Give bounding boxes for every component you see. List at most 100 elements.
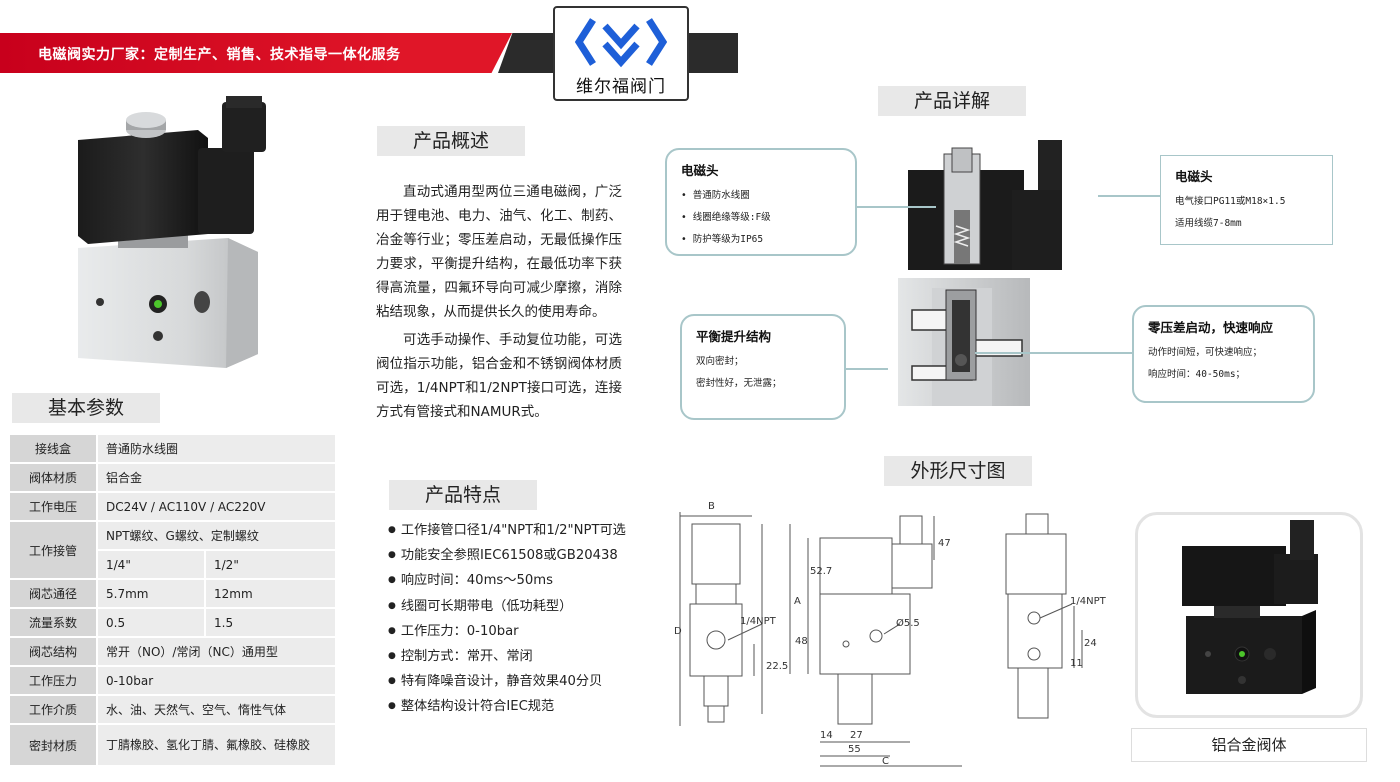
dim-label-npt-1: 1/4NPT bbox=[740, 616, 777, 627]
list-item: 功能安全参照IEC61508或GB20438 bbox=[388, 543, 626, 568]
callout-line: 线圈绝缘等级:F级 bbox=[681, 207, 841, 229]
logo[interactable]: 维尔福阀门 bbox=[553, 6, 689, 101]
param-value: DC24V / AC110V / AC220V bbox=[98, 493, 335, 520]
param-value: NPT螺纹、G螺纹、定制螺纹 bbox=[98, 522, 335, 549]
params-table: 接线盒 普通防水线圈 阀体材质 铝合金 工作电压 DC24V / AC110V … bbox=[10, 433, 335, 767]
slogan-banner: 电磁阀实力厂家：定制生产、销售、技术指导一体化服务 bbox=[0, 33, 512, 73]
param-value: 水、油、天然气、空气、惰性气体 bbox=[98, 696, 335, 723]
param-key: 接线盒 bbox=[10, 435, 96, 462]
callout-coil-left: 电磁头 普通防水线圈 线圈绝缘等级:F级 防护等级为IP65 bbox=[665, 148, 857, 256]
overview-paragraph: 直动式通用型两位三通电磁阀，广泛用于锂电池、电力、油气、化工、制药、冶金等行业；… bbox=[376, 184, 622, 320]
section-basic-params: 基本参数 bbox=[12, 393, 160, 423]
dimension-drawing: B D 22.5 1/4NPT A 52.7 48 47 Ø5.5 14 27 … bbox=[674, 501, 1107, 767]
callout-leader-line bbox=[975, 352, 1132, 354]
dim-label-npt-2: 1/4NPT bbox=[1070, 596, 1107, 607]
table-row: 流量系数 0.5 1.5 bbox=[10, 609, 335, 636]
callout-line: 响应时间：40-50ms； bbox=[1148, 369, 1246, 380]
list-item: 控制方式：常开、常闭 bbox=[388, 644, 626, 669]
param-value: 普通防水线圈 bbox=[98, 435, 335, 462]
overview-paragraph: 可选手动操作、手动复位功能，可选阀位指示功能，铝合金和不锈钢阀体材质可选，1/4… bbox=[376, 332, 622, 420]
table-row: 工作介质 水、油、天然气、空气、惰性气体 bbox=[10, 696, 335, 723]
param-key: 密封材质 bbox=[10, 725, 96, 765]
list-item: 工作接管口径1/4"NPT和1/2"NPT可选 bbox=[388, 518, 626, 543]
callout-leader-line bbox=[846, 368, 888, 370]
dim-label-52-7: 52.7 bbox=[810, 566, 832, 577]
param-value: 12mm bbox=[206, 580, 335, 607]
callout-line: 双向密封； bbox=[696, 356, 744, 367]
dim-label-55: 55 bbox=[848, 744, 861, 755]
dim-label-47: 47 bbox=[938, 538, 951, 549]
section-overview: 产品概述 bbox=[377, 126, 525, 156]
param-value: 1/2" bbox=[206, 551, 335, 578]
callout-line: 动作时间短，可快速响应； bbox=[1148, 347, 1263, 358]
dim-label-d: D bbox=[674, 626, 682, 637]
dim-label-c: C bbox=[882, 756, 889, 767]
dim-label-dia: Ø5.5 bbox=[896, 617, 920, 629]
features-list: 工作接管口径1/4"NPT和1/2"NPT可选 功能安全参照IEC61508或G… bbox=[388, 518, 626, 720]
table-row: 密封材质 丁腈橡胶、氢化丁腈、氟橡胶、硅橡胶 bbox=[10, 725, 335, 765]
list-item: 线圈可长期带电（低功耗型） bbox=[388, 594, 626, 619]
param-value: 0.5 bbox=[98, 609, 204, 636]
section-details: 产品详解 bbox=[878, 86, 1026, 116]
param-value: 丁腈橡胶、氢化丁腈、氟橡胶、硅橡胶 bbox=[98, 725, 335, 765]
callout-leader-line bbox=[856, 206, 936, 208]
valve-product-image bbox=[78, 96, 266, 368]
alu-body-caption: 铝合金阀体 bbox=[1131, 728, 1367, 762]
callout-line: 普通防水线圈 bbox=[681, 185, 841, 207]
table-row: 接线盒 普通防水线圈 bbox=[10, 435, 335, 462]
callout-title: 电磁头 bbox=[1175, 169, 1213, 184]
param-value: 1/4" bbox=[98, 551, 204, 578]
table-row: 1/4" 1/2" bbox=[10, 551, 335, 578]
table-row: 阀芯通径 5.7mm 12mm bbox=[10, 580, 335, 607]
callout-coil-right: 电磁头 电气接口PG11或M18×1.5 适用线缆7-8mm bbox=[1160, 155, 1333, 245]
valve-cross-section-image bbox=[898, 140, 1062, 406]
param-key: 工作介质 bbox=[10, 696, 96, 723]
param-value: 0-10bar bbox=[98, 667, 335, 694]
callout-leader-line bbox=[1098, 195, 1160, 197]
list-item: 工作压力：0-10bar bbox=[388, 619, 626, 644]
dim-label-14: 14 bbox=[820, 730, 833, 741]
table-row: 工作接管 NPT螺纹、G螺纹、定制螺纹 bbox=[10, 522, 335, 578]
callout-line: 防护等级为IP65 bbox=[681, 229, 841, 251]
table-row: 工作压力 0-10bar bbox=[10, 667, 335, 694]
callout-title: 电磁头 bbox=[681, 163, 719, 178]
dim-label-48: 48 bbox=[795, 636, 808, 647]
param-key: 工作压力 bbox=[10, 667, 96, 694]
callout-balance: 平衡提升结构 双向密封； 密封性好，无泄露； bbox=[680, 314, 846, 420]
slogan-text: 电磁阀实力厂家：定制生产、销售、技术指导一体化服务 bbox=[38, 47, 401, 63]
table-row: 工作电压 DC24V / AC110V / AC220V bbox=[10, 493, 335, 520]
param-value: 常开（NO）/常闭（NC）通用型 bbox=[98, 638, 335, 665]
list-item: 整体结构设计符合IEC规范 bbox=[388, 694, 626, 719]
alu-valve-image bbox=[1182, 520, 1318, 694]
callout-line: 电气接口PG11或M18×1.5 bbox=[1175, 196, 1286, 207]
dim-label-11: 11 bbox=[1070, 658, 1083, 669]
logo-mark-icon bbox=[575, 18, 667, 68]
param-key: 工作电压 bbox=[10, 493, 96, 520]
param-key: 工作接管 bbox=[10, 522, 96, 578]
table-row: 阀体材质 铝合金 bbox=[10, 464, 335, 491]
callout-line: 密封性好，无泄露； bbox=[696, 378, 782, 389]
dim-label-b: B bbox=[708, 501, 715, 512]
param-value: 1.5 bbox=[206, 609, 335, 636]
dim-label-27: 27 bbox=[850, 730, 863, 741]
dim-label-a: A bbox=[794, 596, 801, 607]
param-value: 5.7mm bbox=[98, 580, 204, 607]
callout-title: 平衡提升结构 bbox=[696, 329, 772, 344]
list-item: 特有降噪音设计，静音效果40分贝 bbox=[388, 669, 626, 694]
overview-text: 直动式通用型两位三通电磁阀，广泛用于锂电池、电力、油气、化工、制药、冶金等行业；… bbox=[376, 180, 622, 428]
alu-body-frame bbox=[1135, 512, 1363, 718]
section-features: 产品特点 bbox=[389, 480, 537, 510]
dim-label-22-5: 22.5 bbox=[766, 661, 788, 672]
callout-zero-diff: 零压差启动，快速响应 动作时间短，可快速响应； 响应时间：40-50ms； bbox=[1132, 305, 1315, 403]
list-item: 响应时间：40ms～50ms bbox=[388, 568, 626, 593]
param-key: 阀芯结构 bbox=[10, 638, 96, 665]
param-value: 铝合金 bbox=[98, 464, 335, 491]
param-key: 阀芯通径 bbox=[10, 580, 96, 607]
section-dimensions: 外形尺寸图 bbox=[884, 456, 1032, 486]
param-key: 流量系数 bbox=[10, 609, 96, 636]
callout-line: 适用线缆7-8mm bbox=[1175, 218, 1242, 229]
logo-text: 维尔福阀门 bbox=[576, 77, 666, 97]
table-row: 阀芯结构 常开（NO）/常闭（NC）通用型 bbox=[10, 638, 335, 665]
callout-title: 零压差启动，快速响应 bbox=[1148, 320, 1274, 335]
param-key: 阀体材质 bbox=[10, 464, 96, 491]
